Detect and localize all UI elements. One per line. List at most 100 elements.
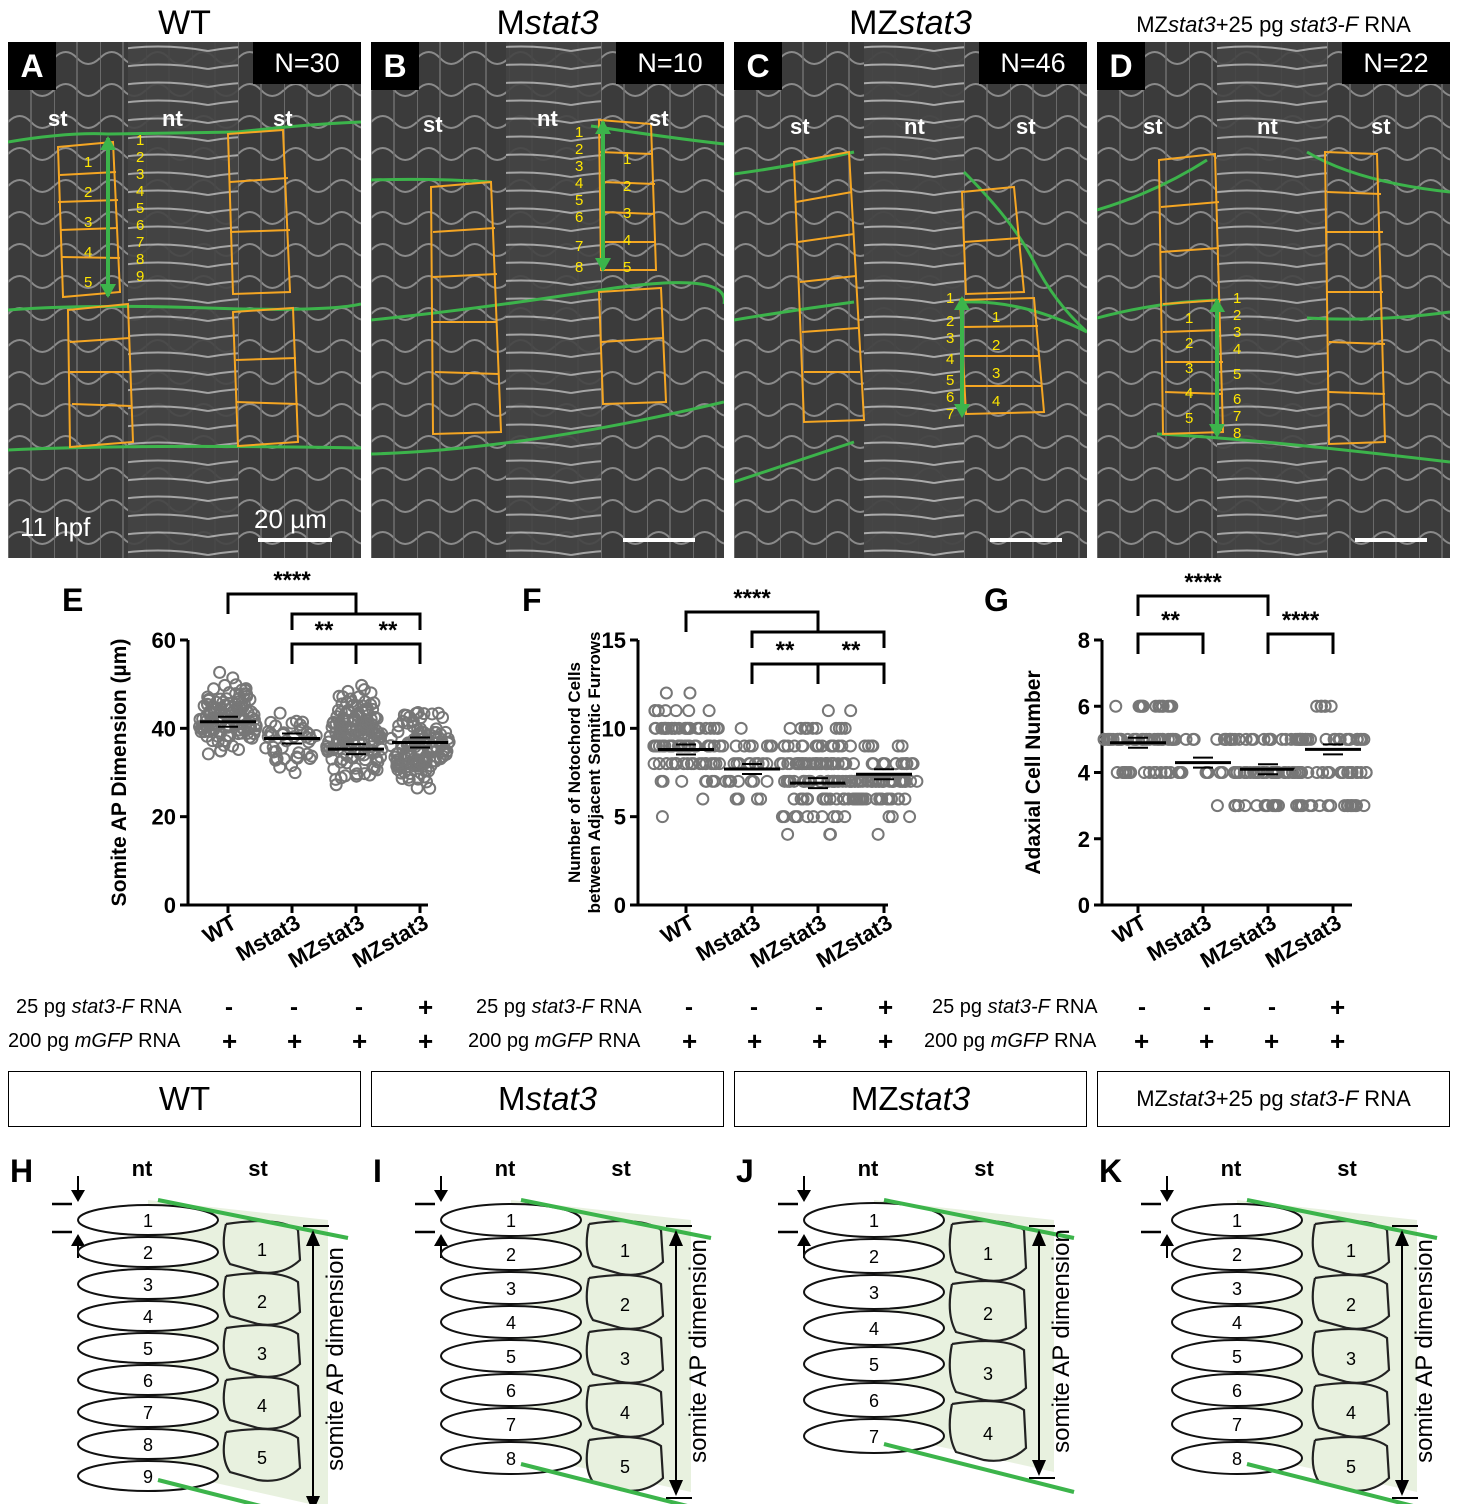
data-point [346, 735, 360, 749]
notochord-number: 1 [506, 1211, 516, 1231]
noto-num: 3 [575, 158, 584, 175]
notochord-number: 8 [1232, 1449, 1242, 1469]
notochord-number: 4 [506, 1313, 516, 1333]
data-point [654, 774, 668, 788]
data-point [1264, 732, 1278, 746]
data-point [197, 725, 211, 739]
tissue-st-left-c: st [790, 114, 810, 139]
tissue-st-left-d: st [1143, 114, 1163, 139]
data-point [781, 739, 795, 753]
row1-gene: stat3-F [71, 996, 134, 1018]
tissue-st-left-b: st [423, 112, 443, 137]
noto-num: 4 [575, 175, 584, 192]
data-point [1109, 699, 1123, 713]
notochord-cell [1171, 1373, 1303, 1407]
data-point [1166, 732, 1180, 746]
data-point [776, 757, 790, 771]
ap-dimension-label: somite AP dimension [685, 1239, 712, 1463]
data-point [264, 715, 278, 729]
data-point [208, 702, 222, 716]
noto-num: 7 [575, 238, 584, 255]
treatment-table-f: 25 pg stat3-F RNA 200 pg mGFP RNA - - - … [460, 992, 920, 1056]
data-point [413, 755, 427, 769]
data-point [866, 774, 880, 788]
data-point [1257, 732, 1271, 746]
data-point [696, 792, 710, 806]
notochord-cell [803, 1310, 945, 1346]
data-point [259, 741, 273, 755]
adaxial-number: 2 [983, 1304, 993, 1324]
row2-label: 200 pg mGFP RNA [924, 1030, 1096, 1053]
data-point [648, 739, 662, 753]
data-point [392, 719, 406, 733]
panel-label-e: E [62, 582, 84, 618]
notochord-number: 6 [143, 1371, 153, 1391]
data-point [787, 792, 801, 806]
sign: - [1138, 994, 1146, 1021]
data-point [1156, 699, 1170, 713]
adax-num: 4 [1185, 385, 1194, 402]
data-point [1316, 766, 1330, 779]
significance-bracket [816, 662, 886, 684]
data-point [241, 726, 255, 740]
data-point [1173, 766, 1187, 779]
data-point [201, 747, 215, 761]
data-point [341, 703, 355, 717]
y-tick-label: 8 [1078, 628, 1090, 653]
notochord-cell [1171, 1407, 1303, 1441]
adaxial-number: 1 [620, 1241, 630, 1261]
adaxial-number: 2 [257, 1292, 267, 1312]
data-point [835, 739, 849, 753]
data-point [659, 721, 673, 735]
genotype-rescue-p2: stat3 [1168, 1086, 1216, 1111]
panel-label: I [373, 1153, 382, 1189]
significance-bracket [1136, 632, 1205, 654]
notochord-cell [1171, 1271, 1303, 1305]
adaxial-number: 5 [620, 1457, 630, 1477]
adax-num: 1 [84, 154, 93, 171]
data-point [335, 723, 349, 737]
data-point [823, 792, 837, 806]
data-point [403, 767, 417, 781]
data-point [895, 739, 909, 753]
row2-pre: 200 pg [8, 1030, 75, 1052]
notochord-number: 7 [869, 1427, 879, 1447]
genotype-box-wt: WT [8, 1071, 361, 1127]
data-point [269, 753, 283, 767]
scatter-group [193, 665, 263, 761]
noto-num: 7 [136, 234, 145, 251]
data-point [1296, 732, 1310, 746]
data-point [363, 768, 377, 782]
data-point [669, 757, 683, 771]
x-tick-label: MZstat3 [812, 910, 896, 973]
st-label: st [248, 1156, 268, 1181]
data-point [400, 716, 414, 730]
data-point [724, 774, 738, 788]
data-point [1304, 732, 1318, 746]
adax-num: 4 [992, 393, 1001, 410]
row2-gene: mGFP [534, 1030, 593, 1052]
y-axis-label: Adaxial Cell Number [1022, 670, 1045, 874]
data-point [1244, 732, 1258, 746]
data-point [707, 739, 721, 753]
row1-pre: 25 pg [476, 996, 532, 1018]
title-mstat3-gene: stat3 [524, 4, 599, 42]
adaxial-number: 1 [257, 1240, 267, 1260]
noto-num: 6 [136, 217, 145, 234]
adax-num: 5 [623, 259, 632, 276]
data-point [904, 774, 918, 788]
significance-bracket [684, 610, 820, 632]
data-point [811, 739, 825, 753]
data-point [1279, 732, 1293, 746]
noto-num: 6 [575, 209, 584, 226]
data-point [1301, 766, 1315, 779]
adaxial-number: 3 [257, 1344, 267, 1364]
data-point [1219, 732, 1233, 746]
y-tick-label: 0 [614, 893, 626, 918]
data-point [1324, 699, 1338, 713]
data-point [247, 713, 261, 727]
